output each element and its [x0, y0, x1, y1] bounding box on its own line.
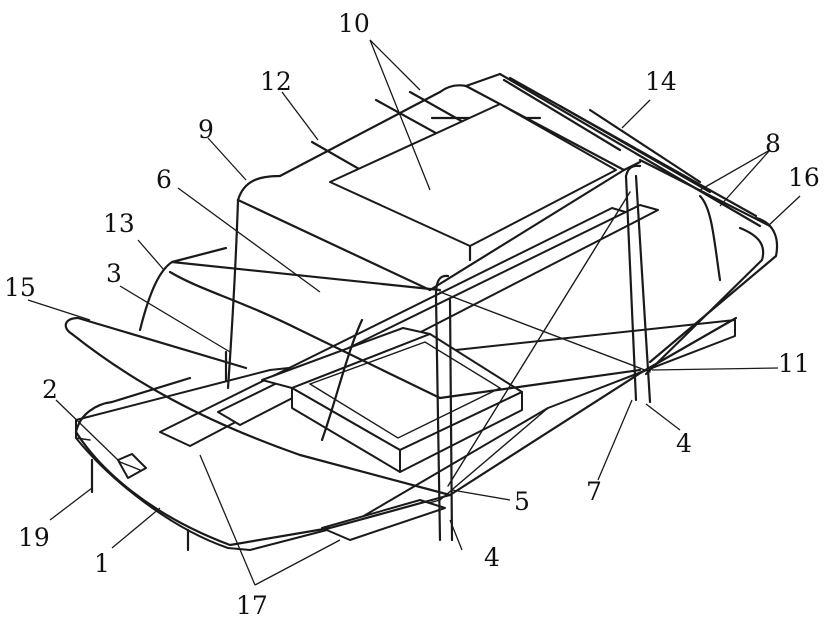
floor-hatch	[117, 453, 147, 479]
callout-3: 3	[106, 259, 122, 288]
callout-10: 10	[338, 9, 370, 38]
left-side-rail	[138, 246, 442, 400]
callout-12: 12	[260, 67, 292, 96]
floor-legs	[90, 458, 190, 552]
callout-4-left: 4	[484, 543, 500, 572]
leader-lines	[27, 39, 801, 586]
callout-8: 8	[765, 129, 781, 158]
callout-9: 9	[198, 115, 214, 144]
callout-4-right: 4	[676, 429, 692, 458]
callout-labels: 10 12 14 9 8 6 16 13 3 15 11 2 4 7 5 19 …	[4, 9, 820, 620]
callout-2: 2	[42, 375, 58, 404]
perimeter-rail	[74, 316, 738, 547]
roof-rail-right	[508, 76, 772, 228]
callout-13: 13	[103, 209, 135, 238]
front-uprights	[226, 174, 364, 442]
callout-17: 17	[236, 591, 268, 620]
callout-11: 11	[778, 349, 810, 378]
callout-16: 16	[788, 163, 820, 192]
callout-6: 6	[156, 165, 172, 194]
cabin-divider	[329, 103, 617, 262]
rear-arch	[644, 194, 779, 376]
callout-15: 15	[4, 273, 36, 302]
callout-19: 19	[18, 523, 50, 552]
diagonal-stays	[438, 191, 651, 487]
callout-7: 7	[586, 477, 602, 506]
rear-step-board	[321, 499, 446, 541]
callout-5: 5	[514, 487, 530, 516]
callout-14: 14	[645, 67, 677, 96]
rear-uprights	[434, 164, 652, 542]
central-box	[261, 327, 523, 473]
callout-1: 1	[94, 549, 110, 578]
front-bow	[64, 316, 452, 497]
